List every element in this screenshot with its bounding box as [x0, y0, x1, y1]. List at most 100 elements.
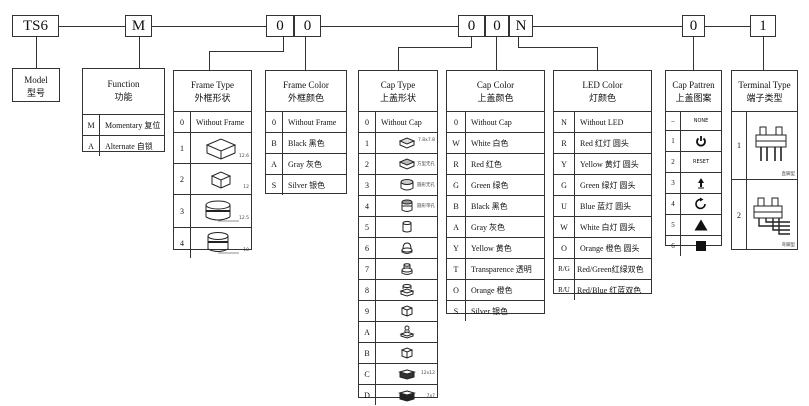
row-label: Momentary 复位 [105, 120, 161, 130]
row-code: 2 [174, 164, 191, 194]
power-icon [681, 131, 721, 151]
square-icon [681, 236, 721, 256]
cap-knob-icon [376, 322, 437, 342]
code-series: TS6 [12, 15, 59, 37]
row-code: N [554, 112, 575, 132]
code-led-color: N [509, 15, 533, 37]
cap-pattern-row: 3 [666, 173, 721, 194]
connector [209, 51, 284, 52]
code-frame-color: 0 [294, 15, 321, 37]
pattern-none-label: NONE [693, 118, 709, 124]
row-code: S [447, 301, 466, 321]
connector [398, 47, 399, 70]
refresh-icon [681, 194, 721, 214]
code-cap-color: 0 [485, 15, 509, 37]
row-code: 0 [359, 112, 376, 132]
row-code: T [447, 259, 466, 279]
row-code: U [554, 196, 575, 216]
code-cap-pattern: 0 [682, 15, 705, 37]
row-label: Silver 银色 [288, 180, 326, 190]
row-code: 9 [359, 301, 376, 321]
model-title: Model [24, 75, 48, 85]
cap-type-row: 9 [359, 301, 437, 322]
frame-type-row: 0 Without Frame [174, 112, 251, 133]
row-label: Gray 灰色 [471, 222, 505, 232]
row-code: 1 [732, 112, 747, 179]
row-code: A [359, 322, 376, 342]
row-code: 0 [266, 112, 283, 132]
cap-note: 7.8x7.8 [418, 138, 435, 143]
row-label: Alternate 自锁 [105, 141, 153, 151]
terminal-straight-icon: 直脚型 [747, 112, 797, 179]
row-code: Y [447, 238, 466, 258]
function-row: A Alternate 自锁 [83, 136, 164, 156]
cap-type-row: C 12x12 [359, 364, 437, 385]
row-code: 3 [666, 173, 681, 193]
frame-type-row: 1 12.6 [174, 133, 251, 164]
dimension-note: 12 [243, 185, 249, 190]
cap-type-row: 4 圆形带孔 [359, 196, 437, 217]
connector [693, 36, 694, 70]
row-code: R/U [554, 280, 575, 300]
row-code: S [266, 175, 283, 195]
connector [705, 26, 750, 27]
cap-square-tall-icon [376, 343, 437, 363]
dimension-note: 12.5 [238, 216, 249, 221]
frame-type-row: 4 10 [174, 228, 251, 258]
row-label: Orange 橙色 圆头 [580, 243, 640, 253]
connector [597, 47, 598, 70]
cap-type-row: 1 7.8x7.8 [359, 133, 437, 154]
cap-pattern-title-cn: 上盖图案 [675, 93, 712, 103]
led-color-title: LED Color [582, 80, 623, 90]
cap-round-tall-icon: 圆形带孔 [376, 196, 437, 216]
row-label: Silver 银色 [471, 306, 509, 316]
terminal-type-group: Terminal Type 端子类型 1 直脚型 2 弯脚型 [731, 70, 798, 250]
row-code: Y [554, 154, 575, 174]
row-label: Green 绿色 [471, 180, 509, 190]
connector [139, 36, 140, 68]
frame-type-row: 2 12 [174, 164, 251, 195]
frame-color-title-cn: 外框颜色 [287, 93, 324, 103]
row-label: Green 绿灯 圆头 [580, 180, 636, 190]
terminal-note: 直脚型 [781, 172, 796, 177]
code-cap-type: 0 [458, 15, 485, 37]
row-label: Without LED [580, 117, 624, 127]
row-label: Without Cap [381, 117, 422, 127]
connector [496, 36, 497, 70]
function-title-cn: 功能 [114, 92, 133, 102]
row-label: Black 黑色 [471, 201, 508, 211]
cap-type-row: 8 [359, 280, 437, 301]
connector [518, 47, 598, 48]
cap-type-title-cn: 上盖形状 [379, 93, 416, 103]
row-code: – [666, 112, 681, 130]
cap-round-icon: 圆形无孔 [376, 175, 437, 195]
terminal-bent-icon: 弯脚型 [747, 180, 797, 250]
cap-pattern-row: – NONE [666, 112, 721, 131]
terminal-note: 弯脚型 [781, 243, 796, 248]
model-box: Model 型号 [12, 68, 60, 102]
frame-type-title-cn: 外框形状 [194, 93, 231, 103]
frame-color-title: Frame Color [283, 80, 329, 90]
cap-hex-icon [376, 301, 437, 321]
connector [152, 26, 266, 27]
row-code: 0 [174, 112, 191, 132]
row-label: Yellow 黄灯 圆头 [580, 159, 639, 169]
terminal-type-row: 2 弯脚型 [732, 180, 797, 250]
function-title: Function [107, 79, 140, 89]
row-code: B [359, 343, 376, 363]
